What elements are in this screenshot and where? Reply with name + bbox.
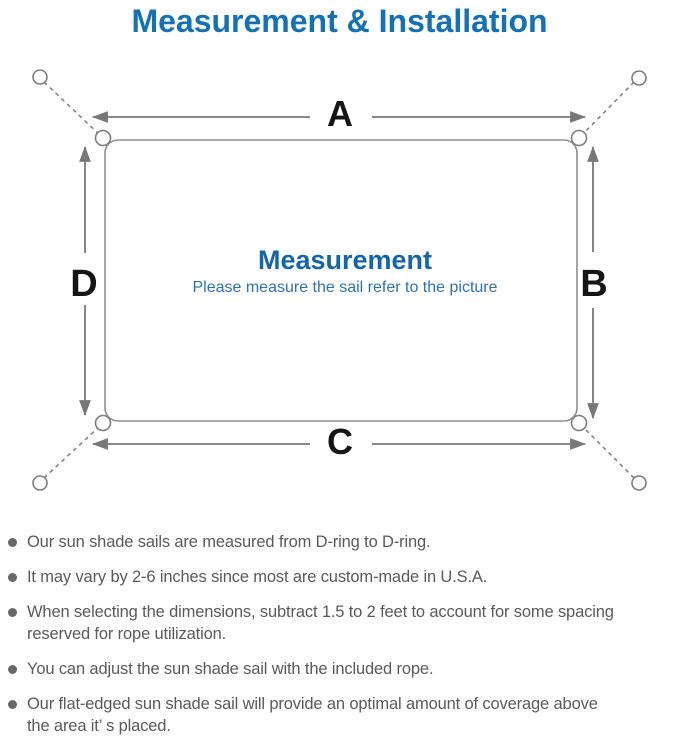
notes-list: Our sun shade sails are measured from D-… — [8, 531, 673, 750]
dimension-label-b: B — [580, 263, 607, 305]
bullet-icon — [8, 665, 17, 674]
page-title: Measurement & Installation — [131, 3, 548, 39]
bullet-icon — [8, 573, 17, 582]
d-ring-icons — [94, 129, 588, 432]
bullet-icon — [8, 700, 17, 709]
diagram-center-subtitle: Please measure the sail refer to the pic… — [192, 279, 497, 296]
dimension-label-c: C — [327, 421, 353, 462]
note-text: Our sun shade sails are measured from D-… — [27, 533, 431, 551]
note-text: It may vary by 2-6 inches since most are… — [27, 568, 488, 586]
note-text: When selecting the dimensions, subtract … — [27, 603, 614, 643]
note-text: You can adjust the sun shade sail with t… — [27, 660, 434, 678]
note-text: Our flat-edged sun shade sail will provi… — [27, 695, 598, 735]
list-item: Our sun shade sails are measured from D-… — [8, 531, 673, 553]
list-item: It may vary by 2-6 inches since most are… — [8, 566, 673, 588]
list-item: You can adjust the sun shade sail with t… — [8, 658, 673, 680]
anchor-ring-icons — [32, 69, 647, 491]
sail-outline — [104, 139, 578, 422]
measurement-diagram: A B C D Measurement Please measure the s… — [32, 69, 647, 491]
bullet-icon — [8, 538, 17, 547]
diagram-center-title: Measurement — [258, 245, 432, 275]
list-item: Our flat-edged sun shade sail will provi… — [8, 693, 673, 737]
guy-rope-lines — [43, 81, 635, 479]
bullet-icon — [8, 608, 17, 617]
list-item: When selecting the dimensions, subtract … — [8, 601, 673, 645]
dimension-arrows — [79, 111, 599, 450]
dimension-label-a: A — [327, 93, 353, 134]
dimension-label-d: D — [70, 263, 97, 305]
